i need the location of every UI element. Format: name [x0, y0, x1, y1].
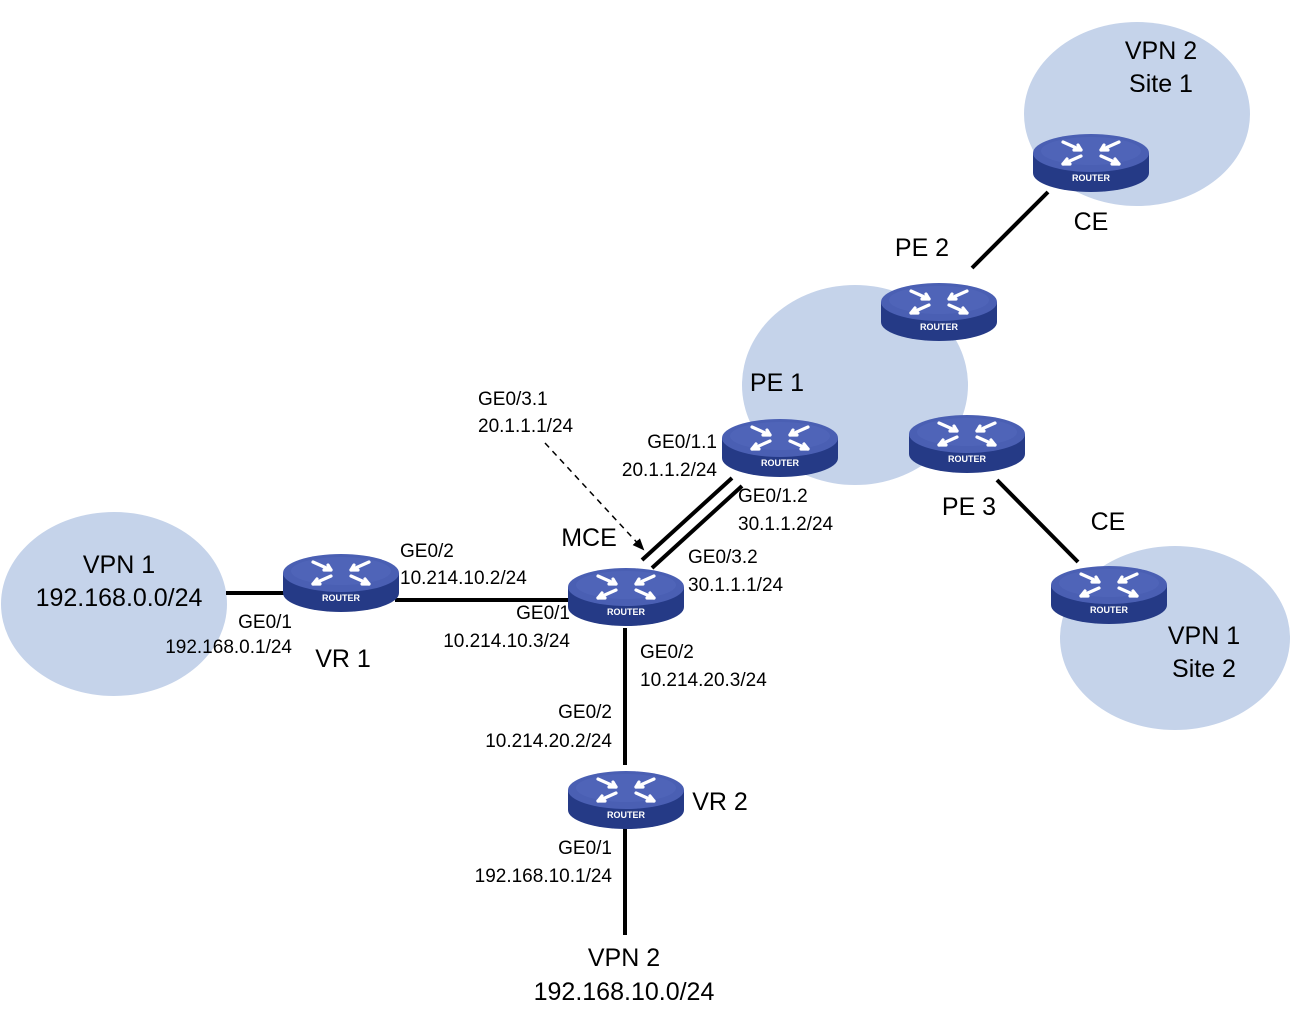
router-badge: ROUTER [1090, 605, 1129, 615]
vr1-ge01-ip: 192.168.0.1/24 [165, 637, 292, 658]
router-badge: ROUTER [322, 593, 361, 603]
vpn1-site2-site: Site 2 [1172, 655, 1236, 683]
vpn1-site2-name: VPN 1 [1168, 622, 1240, 650]
vpn1-site1-cloud [1, 512, 227, 696]
mce-ge032-ip: 30.1.1.1/24 [688, 575, 784, 596]
vr1-ge02-port: GE0/2 [400, 541, 454, 562]
router-badge: ROUTER [607, 810, 646, 820]
router-icon[interactable]: ROUTER [907, 413, 1027, 475]
device-label-pe2: PE 2 [895, 234, 949, 262]
device-label-pe3: PE 3 [942, 493, 996, 521]
pe1-ge012-ip: 30.1.1.2/24 [738, 514, 834, 535]
mce-ge01-ip: 10.214.10.3/24 [443, 631, 570, 652]
mce-ge01-port: GE0/1 [516, 603, 570, 624]
router-badge: ROUTER [761, 458, 800, 468]
dashed-pointer-ge031 [544, 442, 645, 551]
vr2-ge02-port: GE0/2 [558, 702, 612, 723]
mce-ge02-ip: 10.214.20.3/24 [640, 670, 767, 691]
link-mce-pe1-sub1 [640, 476, 734, 562]
pe1-ge011-ip: 20.1.1.2/24 [622, 460, 718, 481]
router-icon[interactable]: ROUTER [879, 281, 999, 343]
router-badge: ROUTER [1072, 173, 1111, 183]
vpn2-site1-name: VPN 2 [1125, 37, 1197, 65]
device-label-mce: MCE [561, 524, 617, 552]
router-icon[interactable]: ROUTER [566, 769, 686, 831]
router-badge: ROUTER [948, 454, 987, 464]
device-label-pe1: PE 1 [750, 369, 804, 397]
vr2-ge01-ip: 192.168.10.1/24 [475, 866, 613, 887]
mce-ge032-port: GE0/3.2 [688, 547, 758, 568]
router-icon[interactable]: ROUTER [1049, 564, 1169, 626]
pe1-ge012-port: GE0/1.2 [738, 486, 808, 507]
vpn1-site1-name: VPN 1 [83, 551, 155, 579]
router-icon[interactable]: ROUTER [566, 566, 686, 628]
router-icon[interactable]: ROUTER [281, 552, 401, 614]
router-icon[interactable]: ROUTER [1031, 132, 1151, 194]
vpn2-site1-site: Site 1 [1129, 70, 1193, 98]
pe1-ge011-port: GE0/1.1 [647, 432, 717, 453]
device-label-ce-top: CE [1074, 208, 1109, 236]
vr1-ge01-port: GE0/1 [238, 612, 292, 633]
device-label-vr1: VR 1 [315, 645, 371, 673]
mce-ge031-ip: 20.1.1.1/24 [478, 416, 574, 437]
router-badge: ROUTER [920, 322, 959, 332]
vr2-ge02-ip: 10.214.20.2/24 [485, 731, 612, 752]
vr1-ge02-ip: 10.214.10.2/24 [400, 568, 527, 589]
mce-ge031-port: GE0/3.1 [478, 389, 548, 410]
link-pe2-ce [970, 190, 1050, 270]
vpn2-bottom-name: VPN 2 [588, 944, 660, 972]
device-label-vr2: VR 2 [692, 788, 748, 816]
vpn1-site1-subnet: 192.168.0.0/24 [36, 584, 203, 612]
mce-ge02-port: GE0/2 [640, 642, 694, 663]
vpn2-bottom-subnet: 192.168.10.0/24 [534, 978, 715, 1006]
link-mce-pe1-sub2 [650, 484, 744, 570]
vr2-ge01-port: GE0/1 [558, 838, 612, 859]
link-pe3-ce [995, 478, 1080, 564]
router-badge: ROUTER [607, 607, 646, 617]
router-icon[interactable]: ROUTER [720, 417, 840, 479]
device-label-ce-bottom: CE [1091, 508, 1126, 536]
